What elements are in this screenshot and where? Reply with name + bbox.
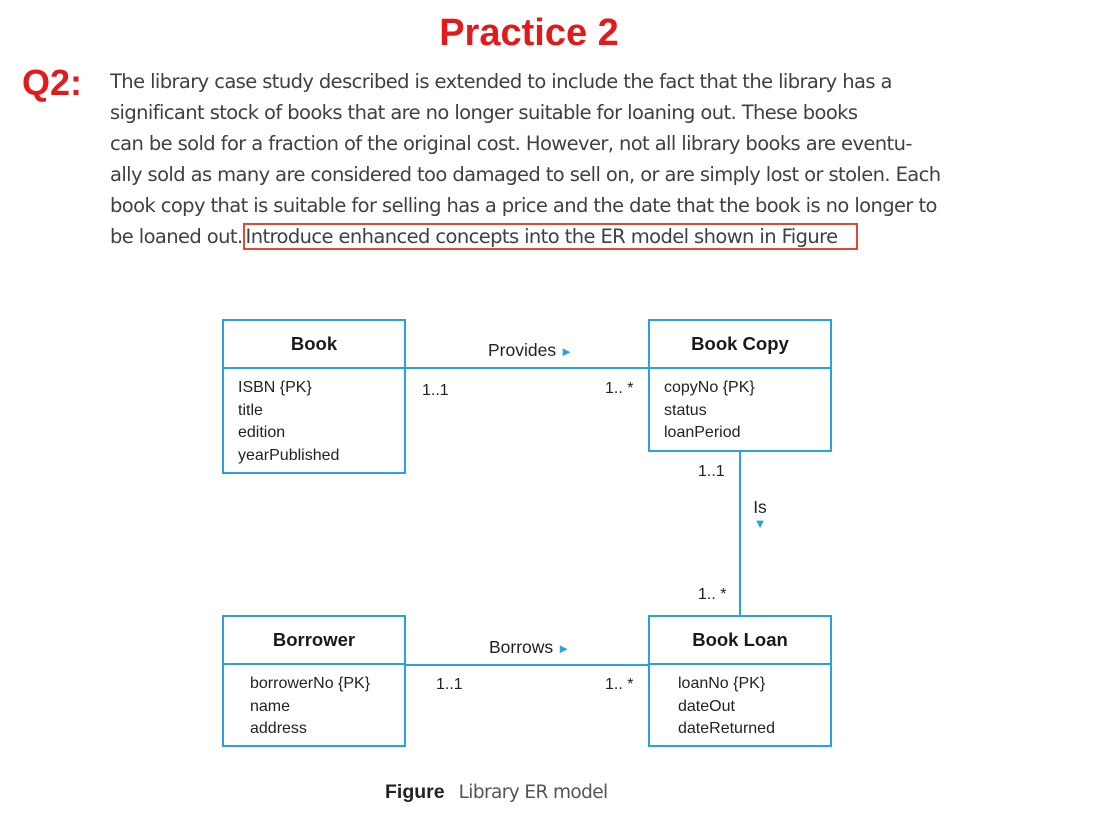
multiplicity-borrows-loan: 1.. *	[605, 676, 634, 693]
paragraph-line: The library case study described is exte…	[110, 70, 892, 93]
figure-label: Figure	[385, 781, 445, 803]
entity-book: Book ISBN {PK} title edition yearPublish…	[222, 319, 406, 474]
attribute: name	[250, 697, 291, 715]
multiplicity-is-loan: 1.. *	[698, 586, 727, 603]
highlighted-instruction: Introduce enhanced concepts into the ER …	[242, 223, 858, 250]
paragraph-line: book copy that is suitable for selling h…	[110, 194, 937, 217]
entity-book-loan: Book Loan loanNo {PK} dateOut dateReturn…	[648, 615, 832, 747]
borrows-connector	[404, 664, 650, 666]
provides-connector	[404, 367, 650, 369]
multiplicity-provides-copy: 1.. *	[605, 380, 634, 397]
is-connector	[739, 451, 741, 615]
attribute: copyNo {PK}	[664, 379, 755, 396]
paragraph-line: ally sold as many are considered too dam…	[110, 163, 941, 186]
attribute: borrowerNo {PK}	[250, 675, 371, 692]
multiplicity-is-copy: 1..1	[698, 463, 725, 480]
entity-name: Borrower	[224, 617, 404, 665]
attribute: loanNo {PK}	[678, 675, 766, 692]
attribute: yearPublished	[238, 446, 340, 464]
entity-name: Book Loan	[650, 617, 830, 665]
attribute: dateReturned	[678, 720, 775, 737]
attribute: address	[250, 720, 307, 737]
question-paragraph: The library case study described is exte…	[110, 66, 1010, 252]
attribute-list: loanNo {PK} dateOut dateReturned	[650, 665, 830, 741]
multiplicity-borrows-borrower: 1..1	[436, 676, 463, 693]
attribute: edition	[238, 424, 286, 441]
attribute: status	[664, 401, 707, 419]
entity-book-copy: Book Copy copyNo {PK} status loanPeriod	[648, 319, 832, 452]
attribute: title	[238, 401, 263, 419]
relationship-label-provides: Provides►	[488, 340, 573, 361]
multiplicity-provides-book: 1..1	[422, 382, 449, 399]
paragraph-line-start: be loaned out.	[110, 225, 243, 248]
arrow-right-icon: ►	[557, 641, 571, 656]
figure-caption: Figure Library ER model	[385, 781, 608, 804]
paragraph-last-line: be loaned out.Introduce enhanced concept…	[110, 221, 1010, 252]
attribute: ISBN {PK}	[238, 379, 312, 396]
page-title: Practice 2	[439, 12, 619, 54]
arrow-down-icon: ▼	[753, 516, 767, 531]
entity-borrower: Borrower borrowerNo {PK} name address	[222, 615, 406, 747]
entity-name: Book	[224, 321, 404, 369]
attribute-list: copyNo {PK} status loanPeriod	[650, 369, 830, 445]
relationship-label-is: Is ▼	[750, 497, 770, 530]
relationship-label-borrows: Borrows►	[489, 637, 570, 658]
attribute-list: ISBN {PK} title edition yearPublished	[224, 369, 404, 467]
paragraph-line: significant stock of books that are no l…	[110, 101, 858, 124]
entity-name: Book Copy	[650, 321, 830, 369]
relationship-name: Borrows	[489, 637, 554, 657]
attribute-list: borrowerNo {PK} name address	[224, 665, 404, 741]
attribute: dateOut	[678, 697, 735, 715]
relationship-name: Is	[753, 497, 767, 517]
figure-caption-text: Library ER model	[458, 782, 609, 803]
arrow-right-icon: ►	[560, 344, 573, 359]
paragraph-line: can be sold for a fraction of the origin…	[110, 132, 912, 155]
attribute: loanPeriod	[664, 424, 741, 441]
question-label: Q2:	[22, 62, 83, 103]
relationship-name: Provides	[488, 340, 557, 360]
